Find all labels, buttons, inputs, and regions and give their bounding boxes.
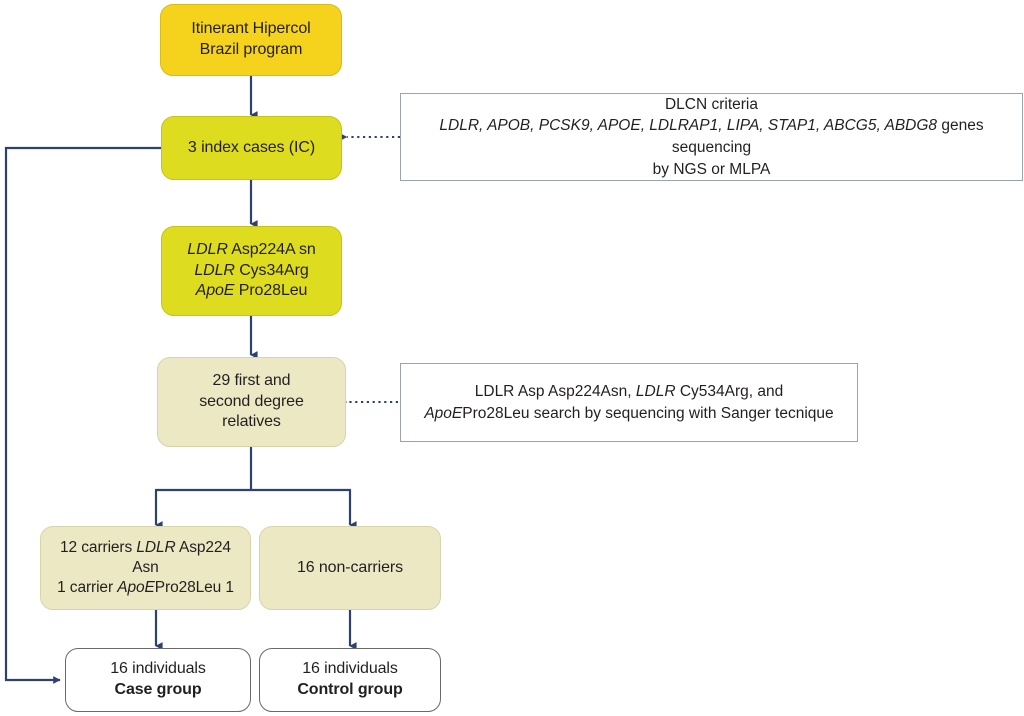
node-carriers-line1-pre: 12 carriers xyxy=(60,538,133,556)
node-program[interactable]: Itinerant Hipercol Brazil program xyxy=(160,4,342,76)
node-non-carriers[interactable]: 16 non-carriers xyxy=(259,526,441,610)
node-carriers-line1-post: Asp224 Asn xyxy=(132,538,231,576)
node-variants-line3-rest: Pro28Leu xyxy=(238,282,308,300)
node-carriers-line2-pre: 1 carrier xyxy=(57,579,114,597)
node-carriers-line2-post: Pro28Leu 1 xyxy=(154,579,234,597)
callout-sanger-line1: LDLR Asp Asp224Asn, LDLR Cy534Arg, and xyxy=(424,381,833,403)
gene-ldlr-4: LDLR xyxy=(635,382,676,400)
callout-sanger-line2: ApoEPro28Leu search by sequencing with S… xyxy=(424,403,833,425)
callout-dlcn-criteria: DLCN criteria LDLR, APOB, PCSK9, APOE, L… xyxy=(400,93,1023,181)
callout-sanger-line2-post: Pro28Leu search by sequencing with Sange… xyxy=(462,404,834,422)
node-control-group-line1: 16 individuals xyxy=(302,660,398,678)
node-relatives-line2: second degree xyxy=(199,392,304,410)
node-variants-line2: LDLR Cys34Arg xyxy=(168,261,335,282)
node-variants-line3: ApoE Pro28Leu xyxy=(168,281,335,302)
node-program-line2: Brazil program xyxy=(199,41,303,58)
callout-dlcn-line3: by NGS or MLPA xyxy=(652,160,771,178)
gene-apoe-2: ApoE xyxy=(117,579,155,597)
gene-ldlr-1: LDLR xyxy=(187,240,228,258)
gene-ldlr-2: LDLR xyxy=(194,261,235,279)
node-index-cases[interactable]: 3 index cases (IC) xyxy=(161,116,342,180)
gene-apoe-3: ApoE xyxy=(424,404,463,422)
node-variants-line1-rest: Asp224A sn xyxy=(231,240,316,258)
callout-dlcn-line2-rest: genes sequencing xyxy=(671,117,984,156)
callout-dlcn-line2: LDLR, APOB, PCSK9, APOE, LDLRAP1, LIPA, … xyxy=(411,115,1012,158)
gene-apoe-1: ApoE xyxy=(195,282,235,300)
node-case-group-line1: 16 individuals xyxy=(110,660,206,678)
gene-ldlr-3: LDLR xyxy=(136,538,176,556)
node-relatives-line1: 29 first and xyxy=(212,371,291,389)
callout-sanger-line1-pre: LDLR Asp Asp224Asn, xyxy=(474,382,632,400)
node-index-cases-label: 3 index cases (IC) xyxy=(187,138,316,156)
node-program-line1: Itinerant Hipercol xyxy=(191,20,311,38)
node-case-group[interactable]: 16 individuals Case group xyxy=(65,648,251,712)
node-variants[interactable]: LDLR Asp224A sn LDLR Cys34Arg ApoE Pro28… xyxy=(161,226,342,316)
node-relatives-line3: relatives xyxy=(222,413,281,431)
callout-sanger-line1-post: Cy534Arg, and xyxy=(679,382,784,400)
callout-sanger-sequencing: LDLR Asp Asp224Asn, LDLR Cy534Arg, and A… xyxy=(400,363,858,442)
node-carriers[interactable]: 12 carriers LDLR Asp224 Asn 1 carrier Ap… xyxy=(40,526,251,610)
node-variants-line1: LDLR Asp224A sn xyxy=(168,240,335,261)
node-carriers-line2: 1 carrier ApoEPro28Leu 1 xyxy=(47,578,244,598)
node-relatives[interactable]: 29 first and second degree relatives xyxy=(157,357,346,447)
node-variants-line2-rest: Cys34Arg xyxy=(239,261,309,279)
node-control-group-line2: Control group xyxy=(297,681,403,698)
node-control-group[interactable]: 16 individuals Control group xyxy=(259,648,441,712)
node-non-carriers-label: 16 non-carriers xyxy=(296,558,404,576)
callout-dlcn-line1: DLCN criteria xyxy=(664,95,758,113)
node-carriers-line1: 12 carriers LDLR Asp224 Asn xyxy=(47,538,244,578)
callout-dlcn-gene-list: LDLR, APOB, PCSK9, APOE, LDLRAP1, LIPA, … xyxy=(439,117,938,135)
node-case-group-line2: Case group xyxy=(114,681,202,698)
